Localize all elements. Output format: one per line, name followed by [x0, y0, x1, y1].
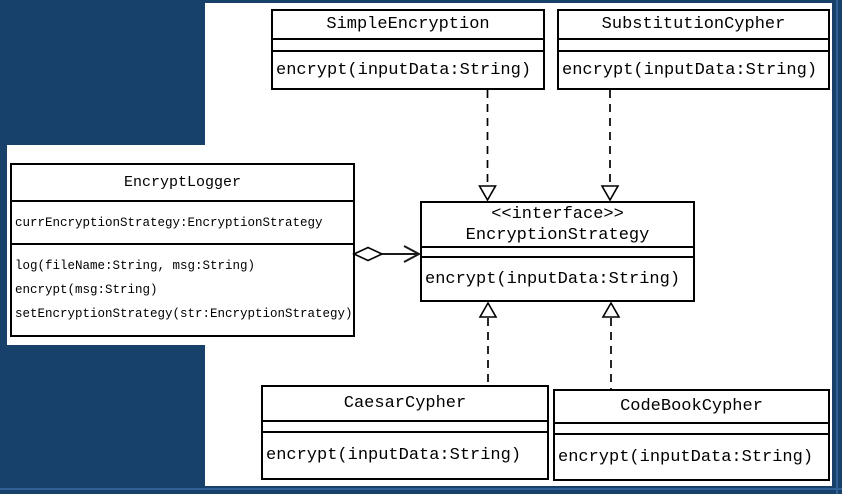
- operation: encrypt(msg:String): [15, 283, 158, 297]
- operation: encrypt(inputData:String): [266, 446, 522, 465]
- operation: encrypt(inputData:String): [558, 447, 814, 467]
- operation: log(fileName:String, msg:String): [15, 259, 256, 273]
- class-box-codebook-cypher: CodeBookCypher encrypt(inputData:String): [553, 389, 830, 481]
- operations-compartment: encrypt(inputData:String): [555, 435, 828, 479]
- class-box-substitution-cypher: SubstitutionCypher encrypt(inputData:Str…: [557, 9, 830, 90]
- class-name: CodeBookCypher: [555, 391, 828, 424]
- operations-compartment: encrypt(inputData:String): [559, 52, 828, 88]
- attributes-compartment: [422, 248, 693, 258]
- attributes-compartment: [555, 424, 828, 435]
- frame-right-highlight: [836, 0, 838, 494]
- class-name: EncryptionStrategy: [465, 225, 650, 245]
- attributes-compartment: [263, 422, 547, 433]
- attributes-compartment: currEncryptionStrategy:EncryptionStrateg…: [12, 202, 353, 245]
- class-name: CaesarCypher: [263, 387, 547, 422]
- operations-compartment: encrypt(inputData:String): [273, 52, 543, 88]
- class-name: SubstitutionCypher: [559, 11, 828, 40]
- operations-compartment: encrypt(inputData:String): [263, 433, 547, 478]
- operation: encrypt(inputData:String): [562, 60, 818, 80]
- operation: encrypt(inputData:String): [425, 269, 681, 289]
- class-name: SimpleEncryption: [273, 11, 543, 40]
- interface-header: <<interface>> EncryptionStrategy: [422, 203, 693, 248]
- interface-box-encryption-strategy: <<interface>> EncryptionStrategy encrypt…: [420, 201, 695, 302]
- class-box-encrypt-logger: EncryptLogger currEncryptionStrategy:Enc…: [10, 163, 355, 337]
- stereotype-label: <<interface>>: [491, 204, 624, 224]
- operation: encrypt(inputData:String): [276, 60, 532, 80]
- operation: setEncryptionStrategy(str:EncryptionStra…: [15, 307, 353, 321]
- attributes-compartment: [559, 40, 828, 52]
- operations-compartment: log(fileName:String, msg:String) encrypt…: [12, 245, 353, 335]
- frame-bottom-highlight: [0, 488, 842, 490]
- operations-compartment: encrypt(inputData:String): [422, 258, 693, 300]
- attribute: currEncryptionStrategy:EncryptionStrateg…: [15, 215, 323, 230]
- class-box-simple-encryption: SimpleEncryption encrypt(inputData:Strin…: [271, 9, 545, 90]
- attributes-compartment: [273, 40, 543, 52]
- class-name: EncryptLogger: [12, 165, 353, 202]
- class-box-caesar-cypher: CaesarCypher encrypt(inputData:String): [261, 385, 549, 480]
